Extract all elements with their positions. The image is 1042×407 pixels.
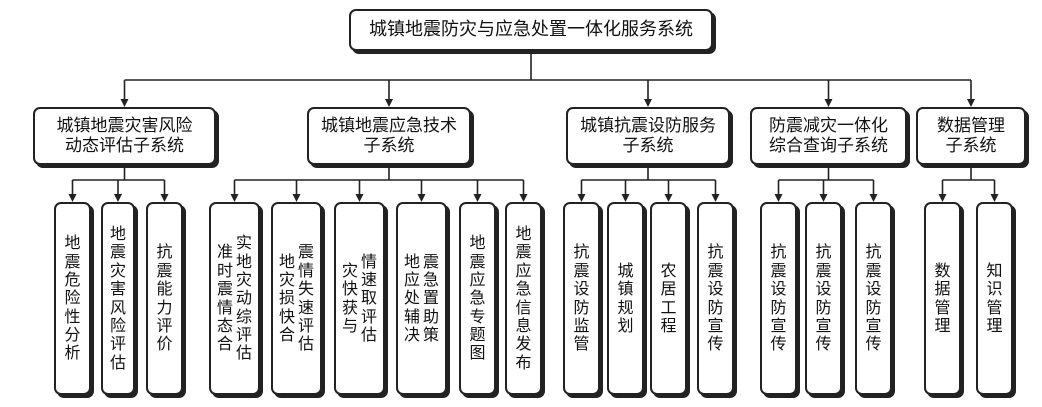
module-label-column: 情速取评估	[361, 251, 378, 345]
arrow-head	[230, 194, 239, 202]
module-label-column: 震急置助策	[423, 251, 440, 345]
arrow-head	[292, 194, 301, 202]
module-box: 抗震设防宣传	[805, 202, 842, 395]
module-box: 农居工程	[650, 202, 687, 395]
module-label-column: 抗震能力评价	[156, 242, 173, 354]
module-box: 地震灾害风险评估	[101, 202, 135, 395]
module-box: 抗震能力评价	[146, 202, 183, 395]
subsystem-label: 城镇地震应急技术 子系统	[321, 115, 457, 156]
module-box: 知识管理	[976, 202, 1013, 395]
arrow-head	[644, 99, 652, 107]
module-label-column: 地震危险性分析	[64, 233, 81, 363]
subsystem-label: 城镇抗震设防服务 子系统	[580, 115, 716, 156]
module-label-column: 震情失速评估	[298, 242, 315, 354]
subsystem-box-integrated-query: 防震减灾一体化 综合查询子系统	[750, 107, 907, 165]
module-label-column: 城镇规划	[617, 260, 634, 335]
module-label-column: 地震应急信息发布	[515, 223, 532, 372]
module-box: 抗震设防宣传	[855, 202, 892, 395]
arrow-head	[664, 194, 673, 202]
arrow-head	[938, 194, 947, 202]
module-box: 抗震设防宣传	[697, 202, 734, 395]
module-label-column: 知识管理	[986, 260, 1003, 335]
subsystem-label: 城镇地震灾害风险 动态评估子系统	[56, 115, 193, 156]
module-box: 震急置助策地应处辅决	[396, 202, 447, 395]
module-label-column: 数据管理	[934, 260, 951, 335]
arrow-head	[774, 194, 783, 202]
arrow-head	[990, 194, 999, 202]
module-label-column: 地灾损快合	[278, 251, 295, 345]
module-box: 地震应急专题图	[459, 202, 496, 395]
module-label-column: 抗震设防监管	[573, 242, 590, 354]
arrow-head	[385, 99, 393, 107]
module-box: 地震危险性分析	[54, 202, 91, 395]
arrow-head	[473, 194, 482, 202]
module-box: 实地灾动综评估准时震情态合	[209, 202, 260, 395]
root-system-box: 城镇地震防灾与应急处置一体化服务系统	[349, 9, 713, 51]
arrow-head	[819, 194, 828, 202]
arrow-head	[711, 194, 720, 202]
module-box: 震情失速评估地灾损快合	[271, 202, 322, 395]
subsystem-box-emergency-tech: 城镇地震应急技术 子系统	[307, 107, 471, 165]
subsystem-box-fortification-service: 城镇抗震设防服务 子系统	[566, 107, 730, 165]
subsystem-box-risk-assessment: 城镇地震灾害风险 动态评估子系统	[33, 107, 216, 165]
module-box: 抗震设防监管	[563, 202, 600, 395]
arrow-head	[519, 194, 528, 202]
subsystem-box-data-management: 数据管理 子系统	[916, 107, 1026, 165]
module-box: 抗震设防宣传	[760, 202, 797, 395]
arrow-head	[120, 99, 129, 107]
arrow-head	[355, 194, 364, 202]
module-label-column: 地应处辅决	[403, 251, 420, 345]
module-label-column: 灾快获与	[341, 260, 358, 335]
module-box: 数据管理	[924, 202, 961, 395]
arrow-head	[967, 99, 975, 107]
subsystem-label: 防震减灾一体化 综合查询子系统	[769, 115, 888, 156]
arrow-head	[160, 194, 169, 202]
module-label-column: 准时震情态合	[216, 242, 233, 354]
root-system-label: 城镇地震防灾与应急处置一体化服务系统	[369, 19, 693, 41]
module-box: 地震应急信息发布	[505, 202, 542, 395]
arrow-head	[869, 194, 878, 202]
module-label-column: 抗震设防宣传	[815, 242, 832, 354]
module-label-column: 地震应急专题图	[469, 233, 486, 363]
module-box: 情速取评估灾快获与	[334, 202, 385, 395]
module-label-column: 地震灾害风险评估	[109, 223, 126, 372]
arrow-head	[577, 194, 586, 202]
arrow-head	[417, 194, 426, 202]
module-box: 城镇规划	[607, 202, 644, 395]
module-label-column: 实地灾动综评估	[236, 233, 253, 363]
arrow-head	[114, 194, 122, 202]
subsystem-label: 数据管理 子系统	[937, 115, 1005, 156]
module-label-column: 抗震设防宣传	[707, 242, 724, 354]
module-label-column: 农居工程	[660, 260, 677, 335]
module-label-column: 抗震设防宣传	[770, 242, 787, 354]
arrow-head	[824, 99, 833, 107]
arrow-head	[68, 194, 77, 202]
arrow-head	[621, 194, 630, 202]
module-label-column: 抗震设防宣传	[865, 242, 882, 354]
